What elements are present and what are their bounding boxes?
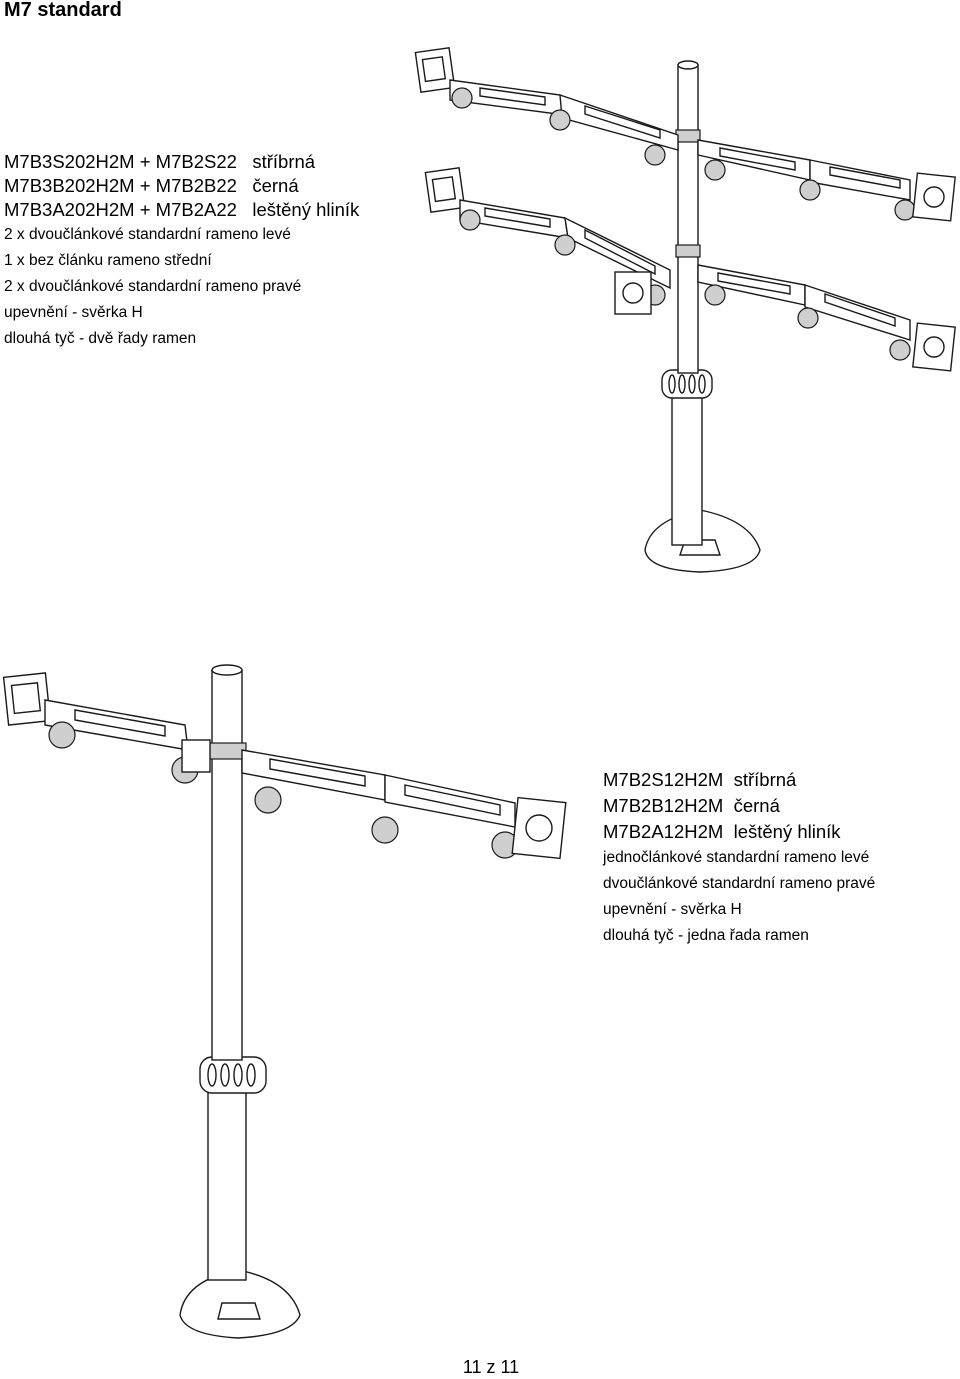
spec-line: dvoučlánkové standardní rameno pravé: [603, 875, 876, 892]
illustration-one-row-arm: [2, 664, 567, 1339]
page-number: 11 z 11: [462, 1357, 520, 1377]
spec-line: upevnění - svěrka H: [603, 901, 742, 918]
product-code-line: M7B2A12H2M leštěný hliník: [603, 821, 841, 842]
product-block-two-row: M7B3S202H2M + M7B2S22 stříbrná M7B3B202H…: [4, 150, 359, 352]
spec-line: upevnění - svěrka H: [4, 304, 143, 321]
product-code-line: M7B2S12H2M stříbrná: [603, 769, 797, 790]
spec-line: 2 x dvoučlánkové standardní rameno pravé: [4, 278, 302, 295]
spec-line: 1 x bez článku rameno střední: [4, 252, 212, 269]
page-title: M7 standard: [4, 0, 122, 21]
product-code-line: M7B3A202H2M + M7B2A22 leštěný hliník: [4, 199, 360, 220]
illustration-two-row-arm: [414, 47, 956, 573]
product-code-line: M7B3S202H2M + M7B2S22 stříbrná: [4, 151, 316, 172]
spec-line: 2 x dvoučlánkové standardní rameno levé: [4, 226, 291, 243]
spec-line: jednočlánkové standardní rameno levé: [603, 849, 870, 866]
product-code-line: M7B2B12H2M černá: [603, 795, 780, 816]
product-block-one-row: M7B2S12H2M stříbrná M7B2B12H2M černá M7B…: [603, 767, 875, 949]
spec-line: dlouhá tyč - dvě řady ramen: [4, 330, 197, 347]
product-code-line: M7B3B202H2M + M7B2B22 černá: [4, 175, 299, 196]
spec-line: dlouhá tyč - jedna řada ramen: [603, 927, 809, 944]
